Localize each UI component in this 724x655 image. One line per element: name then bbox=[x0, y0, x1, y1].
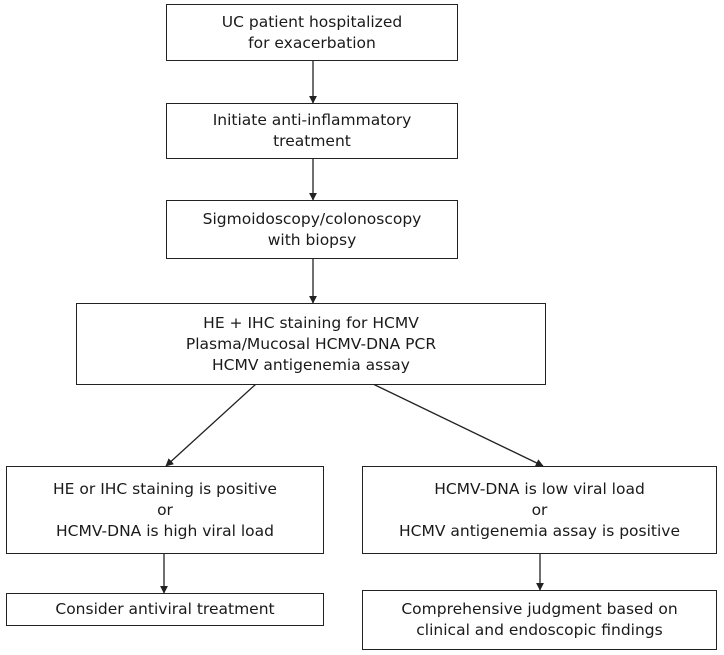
node-hcmv-testing: HE + IHC staining for HCMV Plasma/Mucosa… bbox=[76, 303, 546, 385]
node-low-viral-load-or-antigenemia: HCMV-DNA is low viral load or HCMV antig… bbox=[362, 466, 717, 554]
node-positive-or-high-viral-load: HE or IHC staining is positive or HCMV-D… bbox=[6, 466, 324, 554]
node-line: Plasma/Mucosal HCMV-DNA PCR bbox=[185, 334, 437, 353]
node-line: treatment bbox=[273, 132, 351, 150]
node-initiate-anti-inflammatory: Initiate anti-inflammatory treatment bbox=[166, 103, 458, 159]
node-line: HCMV-DNA is high viral load bbox=[56, 521, 274, 540]
node-line: HCMV antigenemia assay is positive bbox=[398, 521, 680, 540]
edge-n4-n5 bbox=[165, 383, 257, 467]
node-consider-antiviral-treatment: Consider antiviral treatment bbox=[6, 593, 324, 626]
node-line: HE or IHC staining is positive bbox=[53, 479, 277, 498]
node-line: clinical and endoscopic findings bbox=[416, 621, 663, 639]
node-line: Sigmoidoscopy/colonoscopy bbox=[202, 209, 422, 228]
node-line: HE + IHC staining for HCMV bbox=[203, 313, 419, 332]
node-line: or bbox=[531, 500, 548, 519]
node-line: Comprehensive judgment based on bbox=[401, 600, 678, 618]
node-line: HCMV antigenemia assay bbox=[212, 355, 410, 374]
node-line: or bbox=[157, 500, 173, 519]
node-comprehensive-judgment: Comprehensive judgment based on clinical… bbox=[362, 590, 717, 650]
node-line: with biopsy bbox=[267, 230, 357, 249]
node-line: Consider antiviral treatment bbox=[55, 600, 275, 618]
node-line: HCMV-DNA is low viral load bbox=[434, 479, 645, 498]
edge-n4-n6 bbox=[372, 383, 544, 467]
node-uc-patient-hospitalized: UC patient hospitalized for exacerbation bbox=[166, 4, 458, 61]
node-line: for exacerbation bbox=[248, 33, 376, 52]
node-line: Initiate anti-inflammatory bbox=[212, 111, 412, 129]
node-line: UC patient hospitalized bbox=[221, 12, 403, 31]
node-sigmoidoscopy-biopsy: Sigmoidoscopy/colonoscopy with biopsy bbox=[166, 200, 458, 259]
